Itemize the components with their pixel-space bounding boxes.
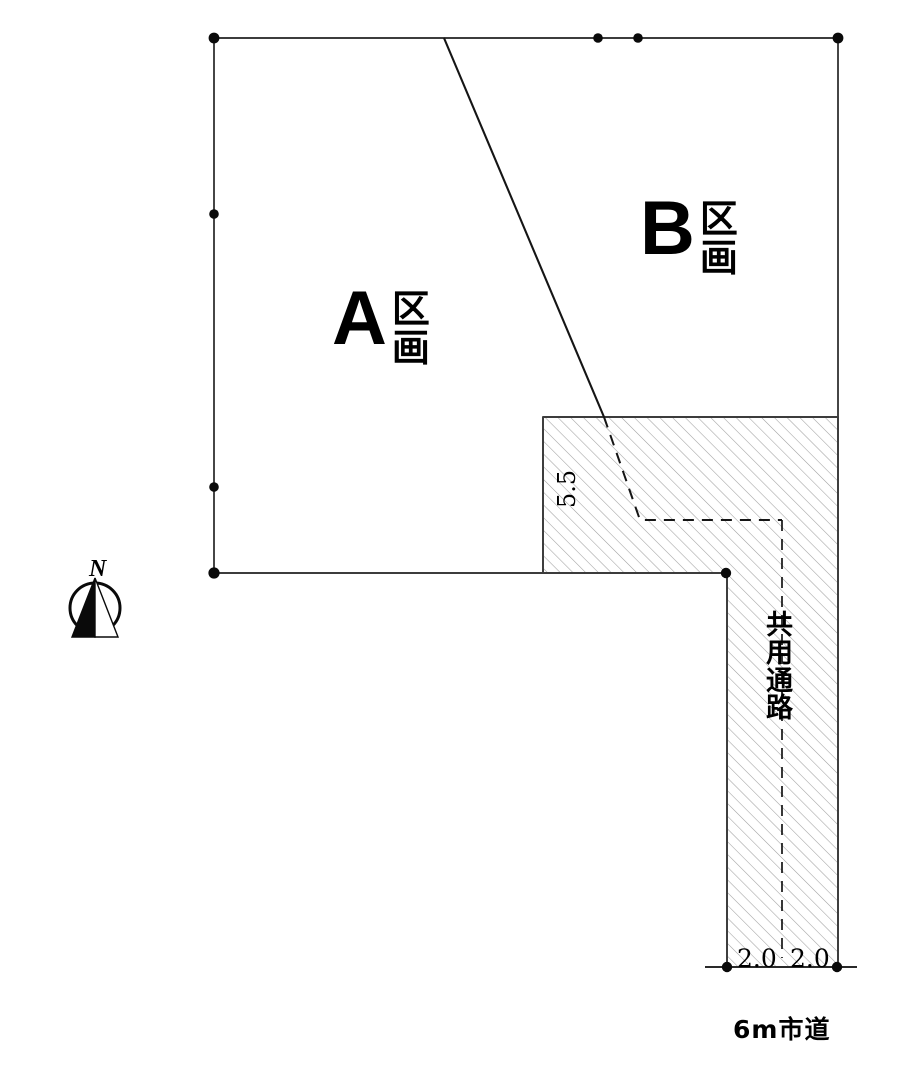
dimension-corridor-depth: 5.5 [553,469,581,508]
parcel-label-a: A 区 画 [332,276,430,368]
parcel-a-kanji-1: 区 [391,287,430,331]
point-west-2 [209,482,219,492]
corner-road-right [831,961,843,973]
corner-ne [832,32,844,44]
dimension-corridor-width-right: 2.0 [790,944,830,973]
parcel-b-kanji-1: 区 [699,197,738,241]
corridor-char-4: 路 [766,693,793,725]
shared-corridor-area [542,416,839,968]
parcel-a-kanji: 区 画 [392,290,430,368]
point-west-1 [209,209,219,219]
site-outline [213,37,839,967]
parcel-a-kanji-2: 画 [391,325,430,370]
parcel-b-letter: B [640,186,695,271]
parcel-b-kanji-2: 画 [699,235,738,280]
north-arrow [68,577,122,638]
boundary-markers [208,32,844,973]
corridor-char-3: 通 [766,665,793,697]
road-label: 6m市道 [733,1015,831,1044]
parcel-label-b: B 区 画 [640,186,738,278]
dimension-corridor-width-left: 2.0 [737,944,777,973]
point-top-1 [593,33,603,43]
parcel-a-letter: A [332,276,387,361]
corridor-label: 共 用 通 路 [766,612,793,723]
parcel-divider-solid [443,37,605,418]
corner-sw [208,567,220,579]
parcel-b-kanji: 区 画 [700,200,738,278]
corner-road-left [721,961,733,973]
corridor-char-1: 共 [766,610,793,641]
corridor-char-2: 用 [766,637,793,669]
corner-nw [208,32,220,44]
point-top-2 [633,33,643,43]
corner-inner [720,567,732,579]
north-label: N [89,556,107,582]
